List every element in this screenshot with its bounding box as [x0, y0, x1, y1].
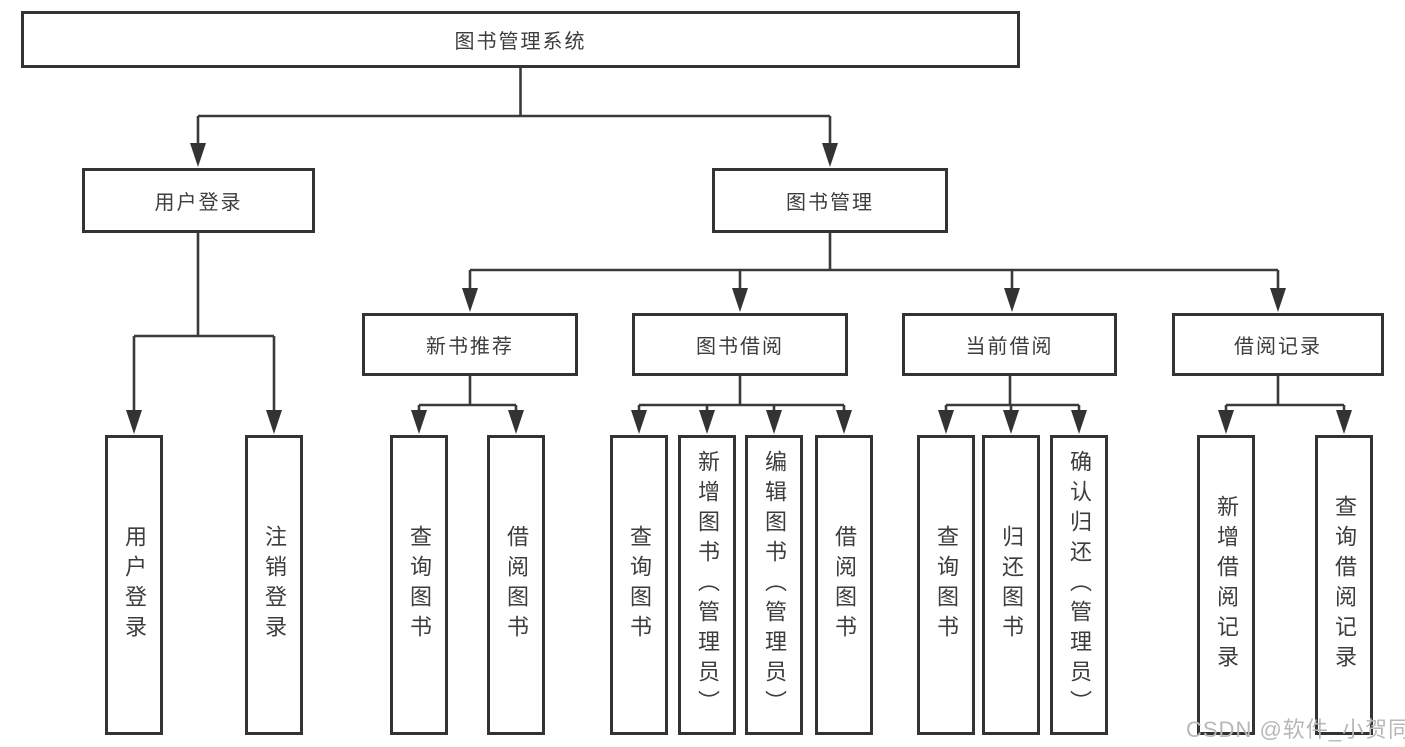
node-library-management-system: 图书管理系统 [21, 11, 1020, 68]
leaf-label: 归还图书 [999, 525, 1024, 645]
leaf-add-books-admin: 新增图书（管理员） [678, 435, 736, 735]
leaf-label: 编辑图书（管理员） [762, 450, 787, 720]
node-current-borrowing: 当前借阅 [902, 313, 1117, 376]
leaf-label: 注销登录 [262, 525, 287, 645]
leaf-return-books: 归还图书 [982, 435, 1040, 735]
leaf-query-books: 查询图书 [390, 435, 448, 735]
node-label: 借阅记录 [1234, 336, 1322, 358]
leaf-query-books: 查询图书 [610, 435, 668, 735]
leaf-confirm-return-admin: 确认归还（管理员） [1050, 435, 1108, 735]
node-label: 图书管理 [786, 192, 874, 214]
watermark: CSDN @软件_小贺同学 [1186, 717, 1405, 742]
leaf-query-borrow-record: 查询借阅记录 [1315, 435, 1373, 735]
node-label: 用户登录 [154, 192, 243, 214]
leaf-user-login: 用户登录 [105, 435, 163, 735]
leaf-borrow-books: 借阅图书 [815, 435, 873, 735]
node-borrowing-records: 借阅记录 [1172, 313, 1384, 376]
leaf-borrow-books: 借阅图书 [487, 435, 545, 735]
node-label: 图书借阅 [696, 336, 784, 358]
node-label: 图书管理系统 [454, 31, 587, 53]
node-label: 当前借阅 [965, 336, 1054, 358]
leaf-label: 用户登录 [122, 525, 147, 645]
leaf-label: 查询图书 [934, 525, 959, 645]
node-book-management: 图书管理 [712, 168, 948, 233]
leaf-label: 查询图书 [627, 525, 652, 645]
node-user-login: 用户登录 [82, 168, 315, 233]
node-new-book-recommendation: 新书推荐 [362, 313, 578, 376]
leaf-logout: 注销登录 [245, 435, 303, 735]
leaf-label: 借阅图书 [832, 525, 857, 645]
leaf-label: 确认归还（管理员） [1067, 450, 1092, 720]
node-book-borrowing: 图书借阅 [632, 313, 848, 376]
leaf-add-borrow-record: 新增借阅记录 [1197, 435, 1255, 735]
leaf-label: 查询图书 [407, 525, 432, 645]
leaf-label: 借阅图书 [504, 525, 529, 645]
arrowheads [126, 143, 1352, 434]
leaf-label: 查询借阅记录 [1332, 495, 1357, 675]
leaf-label: 新增借阅记录 [1214, 495, 1239, 675]
leaf-edit-books-admin: 编辑图书（管理员） [745, 435, 803, 735]
node-label: 新书推荐 [426, 336, 514, 358]
leaf-query-books: 查询图书 [917, 435, 975, 735]
leaf-label: 新增图书（管理员） [695, 450, 720, 720]
